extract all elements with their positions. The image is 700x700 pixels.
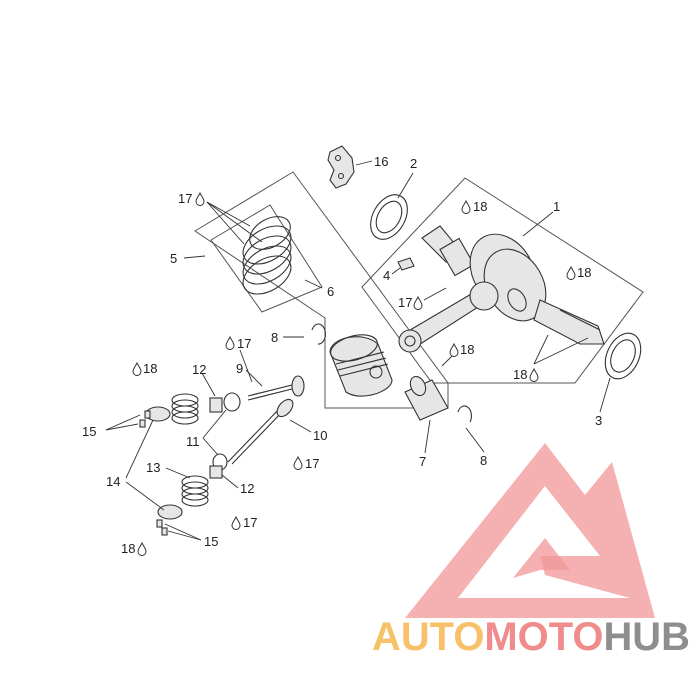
part-15-keepers-upper bbox=[105, 410, 151, 431]
watermark-logo bbox=[405, 443, 655, 618]
leader-18-journal-a bbox=[533, 334, 549, 365]
callout-17-rings: 17 bbox=[178, 191, 192, 206]
part-16-bracket bbox=[327, 145, 373, 189]
part-8-circlip-right bbox=[457, 405, 485, 453]
watermark-moto: MOTO bbox=[484, 615, 603, 659]
leader-1 bbox=[522, 211, 554, 237]
watermark-hub: HUB bbox=[603, 615, 690, 659]
callout-7: 7 bbox=[419, 454, 426, 469]
part-14-spring-seat-upper bbox=[125, 406, 171, 479]
part-7-piston-pin bbox=[404, 375, 449, 454]
part-12-collet-upper bbox=[201, 372, 223, 413]
drop-icon bbox=[132, 362, 142, 376]
callout-14: 14 bbox=[106, 474, 120, 489]
watermark-auto: AUTO bbox=[372, 615, 484, 659]
piston bbox=[329, 334, 393, 397]
callout-6: 6 bbox=[327, 284, 334, 299]
part-14-spring-seat-lower bbox=[125, 481, 183, 520]
part-17-connecting-rod bbox=[398, 281, 499, 353]
callout-12-lower: 12 bbox=[240, 481, 254, 496]
part-15-keepers-lower bbox=[156, 519, 202, 541]
part-2-washer bbox=[370, 172, 414, 240]
part-4-key bbox=[391, 257, 415, 275]
part-13-valve-spring-lower bbox=[181, 475, 209, 507]
crankshaft-group-frame bbox=[361, 177, 644, 384]
callout-18-lower: 18 bbox=[121, 541, 135, 556]
leader-17-rings-a bbox=[206, 201, 251, 227]
part-9-intake-valve bbox=[245, 369, 305, 401]
callout-18-journal: 18 bbox=[577, 265, 591, 280]
callout-11: 11 bbox=[186, 434, 200, 449]
part-12-collet-lower bbox=[209, 465, 239, 489]
drop-icon bbox=[529, 368, 539, 382]
callout-15-upper: 15 bbox=[82, 424, 96, 439]
drop-icon bbox=[413, 296, 423, 310]
callout-18-pin: 18 bbox=[460, 342, 474, 357]
part-6-piston-rings bbox=[242, 216, 323, 295]
drop-icon bbox=[293, 456, 303, 470]
callout-16: 16 bbox=[374, 154, 388, 169]
leader-18-journal-b bbox=[533, 337, 589, 365]
piston-assembly-frame bbox=[194, 171, 449, 409]
callout-17-valve: 17 bbox=[237, 336, 251, 351]
callout-17-lower: 17 bbox=[243, 515, 257, 530]
callout-1: 1 bbox=[553, 199, 560, 214]
leader-5 bbox=[183, 255, 206, 259]
callout-18-valve: 18 bbox=[143, 361, 157, 376]
callout-5: 5 bbox=[170, 251, 177, 266]
drop-icon bbox=[195, 192, 205, 206]
callout-15-lower: 15 bbox=[204, 534, 218, 549]
leader-17-rod bbox=[423, 287, 447, 301]
leader-17-valve bbox=[239, 349, 253, 383]
drop-icon bbox=[461, 200, 471, 214]
callout-8-right: 8 bbox=[480, 453, 487, 468]
callout-13: 13 bbox=[146, 460, 160, 475]
part-8-circlip-upper bbox=[283, 323, 326, 345]
callout-10: 10 bbox=[313, 428, 327, 443]
callout-8-upper: 8 bbox=[271, 330, 278, 345]
callout-12-upper: 12 bbox=[192, 362, 206, 377]
callout-9: 9 bbox=[236, 361, 243, 376]
callout-17-rod: 17 bbox=[398, 295, 412, 310]
leader-17-rings-c bbox=[206, 201, 245, 245]
drop-icon bbox=[566, 266, 576, 280]
callout-18-bearing: 18 bbox=[513, 367, 527, 382]
drop-icon bbox=[449, 343, 459, 357]
drop-icon bbox=[137, 542, 147, 556]
part-10-exhaust-valve bbox=[227, 398, 312, 465]
drop-icon bbox=[225, 336, 235, 350]
leader-17-rings-b bbox=[206, 201, 263, 243]
watermark-text: AUTOMOTOHUB bbox=[372, 615, 690, 659]
part-3-washer bbox=[599, 332, 642, 413]
callout-4: 4 bbox=[383, 268, 390, 283]
callout-17-exhaust: 17 bbox=[305, 456, 319, 471]
callout-2: 2 bbox=[410, 156, 417, 171]
callout-3: 3 bbox=[595, 413, 602, 428]
leader-13 bbox=[165, 467, 191, 479]
part-13-valve-spring-upper bbox=[171, 393, 199, 425]
callout-18-shaft: 18 bbox=[473, 199, 487, 214]
drop-icon bbox=[231, 516, 241, 530]
piston-rings-frame bbox=[210, 204, 323, 313]
part-1-crankshaft bbox=[421, 225, 605, 345]
